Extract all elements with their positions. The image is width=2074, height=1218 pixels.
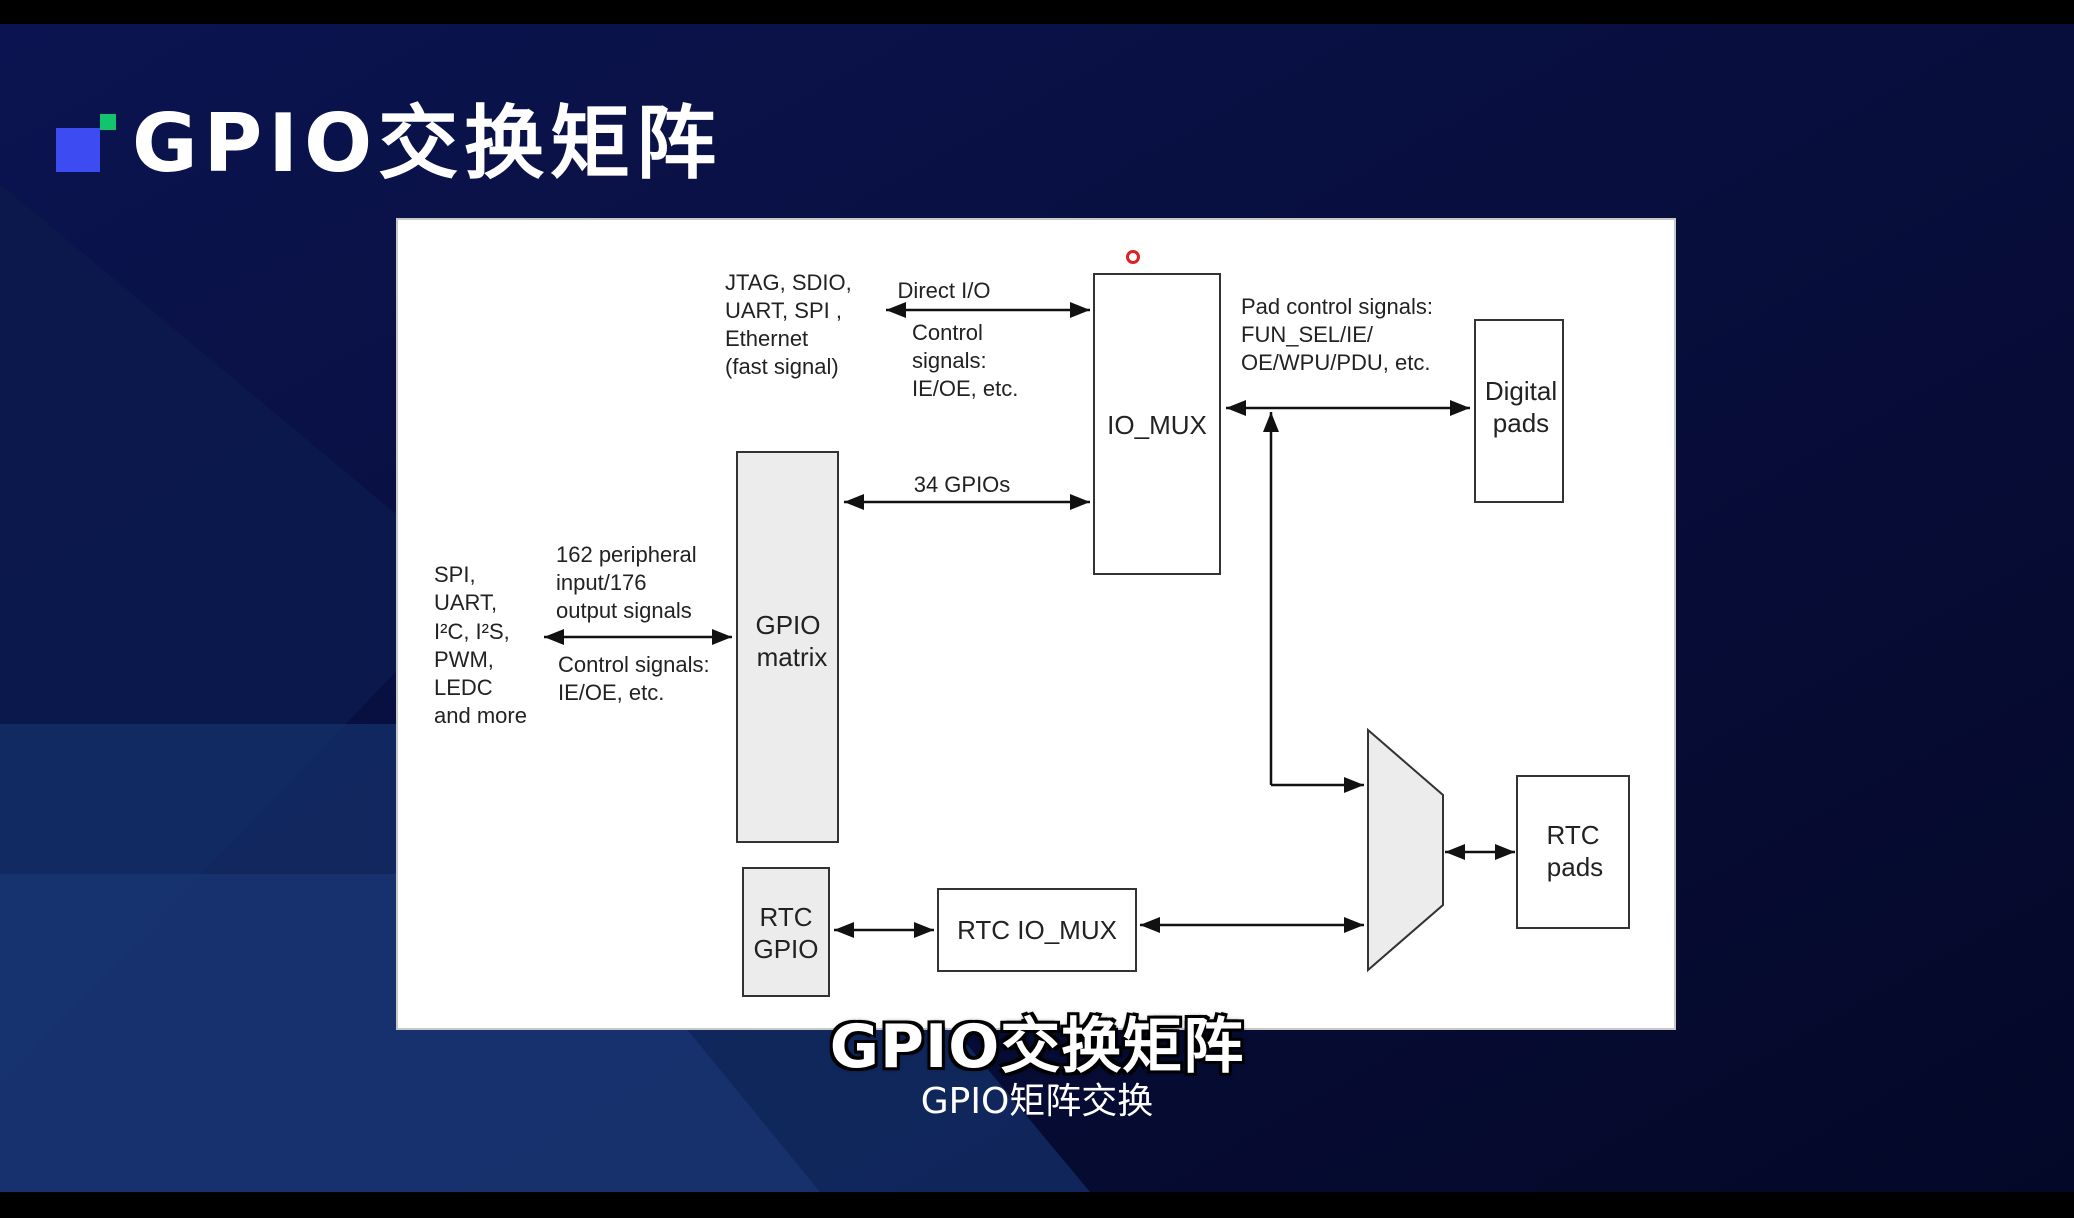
- rtc-pads-block: [1516, 775, 1630, 929]
- subtitle-secondary: GPIO矩阵交换: [920, 1081, 1154, 1122]
- svg-text:UART,: UART,: [434, 590, 497, 615]
- svg-text:RTC: RTC: [760, 902, 813, 932]
- gpio-matrix-block: [736, 451, 839, 843]
- svg-text:Control signals:: Control signals:: [558, 652, 710, 677]
- direct-io-label: Direct I/O: [898, 278, 991, 303]
- svg-text:pads: pads: [1493, 408, 1549, 438]
- svg-text:Control: Control: [912, 320, 983, 345]
- svg-text:FUN_SEL/IE/: FUN_SEL/IE/: [1241, 322, 1374, 347]
- svg-text:and more: and more: [434, 703, 527, 728]
- recording-indicator-icon: [1126, 250, 1140, 264]
- peripherals-label: SPI, UART, I²C, I²S, PWM, LEDC and more: [434, 562, 527, 728]
- io-mux-label: IO_MUX: [1107, 410, 1207, 440]
- left-control-label: Control signals: IE/OE, etc.: [558, 652, 710, 705]
- diagram-panel: SPI, UART, I²C, I²S, PWM, LEDC and more …: [396, 218, 1676, 1030]
- gpio-block-diagram: SPI, UART, I²C, I²S, PWM, LEDC and more …: [434, 270, 1630, 997]
- subtitle-main: GPIO交换矩阵: [829, 1012, 1245, 1082]
- svg-text:output signals: output signals: [556, 598, 692, 623]
- slide-title: GPIO交换矩阵: [132, 97, 723, 190]
- svg-text:IE/OE, etc.: IE/OE, etc.: [912, 376, 1018, 401]
- rtc-pads-label: RTC pads: [1547, 820, 1604, 882]
- rtc-gpio-block: [742, 867, 830, 997]
- svg-text:Ethernet: Ethernet: [725, 326, 808, 351]
- svg-text:LEDC: LEDC: [434, 675, 493, 700]
- brand-logo-icon: [56, 114, 118, 174]
- digital-pads-label: Digital pads: [1485, 376, 1557, 438]
- svg-text:(fast signal): (fast signal): [725, 354, 839, 379]
- svg-text:UART, SPI ,: UART, SPI ,: [725, 298, 842, 323]
- svg-text:JTAG, SDIO,: JTAG, SDIO,: [725, 270, 852, 295]
- svg-text:matrix: matrix: [757, 642, 828, 672]
- svg-text:SPI,: SPI,: [434, 562, 476, 587]
- svg-text:signals:: signals:: [912, 348, 987, 373]
- svg-text:IE/OE, etc.: IE/OE, etc.: [558, 680, 664, 705]
- peripheral-signals-label: 162 peripheral input/176 output signals: [556, 542, 697, 623]
- direct-control-label: Control signals: IE/OE, etc.: [912, 320, 1018, 401]
- svg-text:162 peripheral: 162 peripheral: [556, 542, 697, 567]
- rtc-io-mux-label: RTC IO_MUX: [957, 915, 1117, 945]
- digital-pads-block: [1474, 319, 1564, 503]
- svg-text:RTC: RTC: [1547, 820, 1600, 850]
- svg-text:input/176: input/176: [556, 570, 647, 595]
- svg-text:OE/WPU/PDU, etc.: OE/WPU/PDU, etc.: [1241, 350, 1430, 375]
- svg-text:Digital: Digital: [1485, 376, 1557, 406]
- fast-signals-label: JTAG, SDIO, UART, SPI , Ethernet (fast s…: [725, 270, 852, 379]
- slide-header: GPIO交换矩阵: [56, 104, 722, 184]
- svg-text:GPIO: GPIO: [753, 934, 818, 964]
- rtc-io-mux-block: [937, 888, 1137, 972]
- analog-mux-block: [1367, 727, 1444, 973]
- pad-control-label: Pad control signals: FUN_SEL/IE/ OE/WPU/…: [1241, 294, 1433, 375]
- io-mux-block: [1093, 273, 1221, 575]
- gpio-count-label: 34 GPIOs: [914, 472, 1011, 497]
- svg-text:I²C, I²S,: I²C, I²S,: [434, 619, 510, 644]
- svg-text:PWM,: PWM,: [434, 647, 494, 672]
- gpio-matrix-label: GPIO matrix: [755, 610, 827, 672]
- svg-text:Pad control signals:: Pad control signals:: [1241, 294, 1433, 319]
- rtc-gpio-label: RTC GPIO: [753, 902, 818, 964]
- svg-text:pads: pads: [1547, 852, 1603, 882]
- svg-text:GPIO: GPIO: [755, 610, 820, 640]
